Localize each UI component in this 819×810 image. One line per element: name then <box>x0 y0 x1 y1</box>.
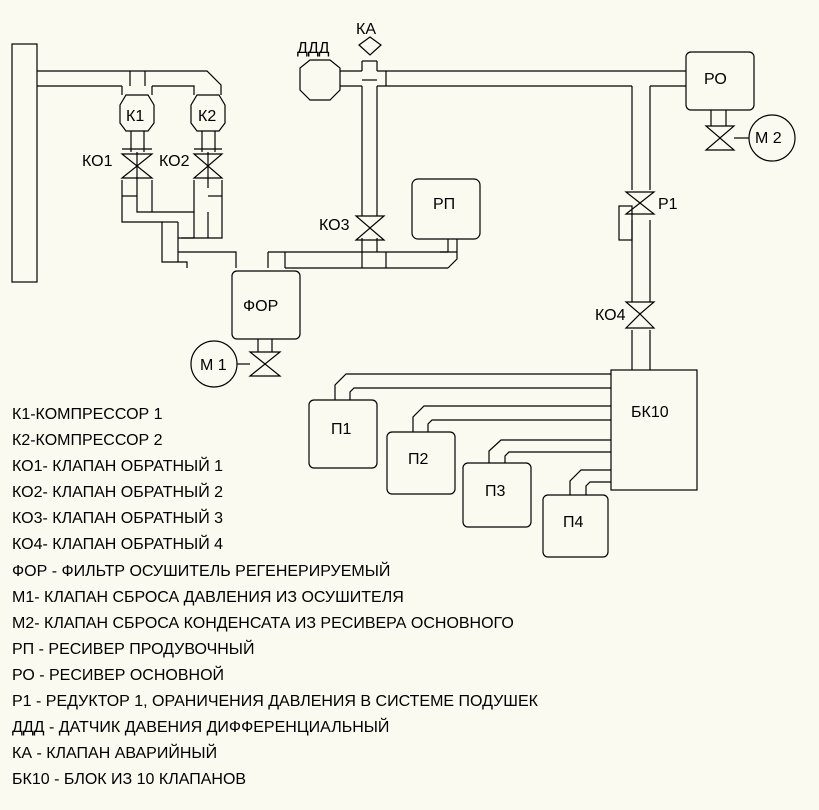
receiver-rp <box>411 178 481 240</box>
cushion-p3 <box>462 462 532 528</box>
check-valve-ko1 <box>120 152 154 180</box>
label-p3: П3 <box>485 483 506 500</box>
legend-item: М1- КЛАПАН СБРОСА ДАВЛЕНИЯ ИЗ ОСУШИТЕЛЯ <box>12 588 404 606</box>
sensor-ddd <box>299 59 341 101</box>
pipe-main-header <box>340 60 686 87</box>
legend-item: РП - РЕСИВЕР ПРОДУВОЧНЫЙ <box>12 640 255 658</box>
pipe-compressor-merge <box>121 180 237 268</box>
legend-item: Р1 - РЕДУКТОР 1, ОРАНИЧЕНИЯ ДАВЛЕНИЯ В С… <box>12 693 538 711</box>
valve-m2 <box>704 125 749 151</box>
valve-ka <box>358 36 382 56</box>
check-valve-ko3 <box>354 215 386 241</box>
manifold-block <box>11 43 38 283</box>
legend-item: КО2- КЛАПАН ОБРАТНЫЙ 2 <box>12 484 224 502</box>
label-k2: К2 <box>198 108 216 125</box>
pipe-compressor-header <box>37 70 222 95</box>
check-valve-ko4 <box>624 301 656 329</box>
cushion-p1 <box>308 399 378 469</box>
label-k1: К1 <box>126 108 144 125</box>
pipe-compressor-valve <box>122 131 222 152</box>
label-p2: П2 <box>408 451 429 468</box>
pipe-for-rp <box>267 236 458 269</box>
label-for: ФОР <box>243 298 278 315</box>
valve-block-bk10 <box>610 369 698 491</box>
cushion-p4 <box>542 494 609 558</box>
filter-for <box>231 270 301 340</box>
label-ro: РО <box>704 71 727 88</box>
label-m2: М 2 <box>755 130 782 147</box>
label-p4: П4 <box>563 514 584 531</box>
label-r1: Р1 <box>658 196 678 213</box>
motor-m1 <box>190 340 238 388</box>
legend-item: КО4- КЛАПАН ОБРАТНЫЙ 4 <box>12 536 224 554</box>
legend-item: К2-КОМПРЕССОР 2 <box>12 432 163 450</box>
motor-m2 <box>748 114 796 162</box>
legend-item: КА - КЛАПАН АВАРИЙНЫЙ <box>12 745 218 763</box>
label-p1: П1 <box>331 421 352 438</box>
label-ddd: ДДД <box>297 40 330 57</box>
label-rp: РП <box>433 196 455 213</box>
label-ko3: КО3 <box>319 217 350 234</box>
receiver-ro <box>685 51 755 111</box>
label-m1: М 1 <box>200 357 227 374</box>
legend-item: КО3- КЛАПАН ОБРАТНЫЙ 3 <box>12 510 224 528</box>
compressor-k1 <box>119 94 155 132</box>
legend-item: БК10 - БЛОК ИЗ 10 КЛАПАНОВ <box>12 771 247 789</box>
legend-item: КО1- КЛАПАН ОБРАТНЫЙ 1 <box>12 458 224 476</box>
pipe-cushions <box>334 373 611 495</box>
legend-item: ФОР - ФИЛЬТР ОСУШИТЕЛЬ РЕГЕНЕРИРУЕМЫЙ <box>12 562 391 580</box>
reducer-r1 <box>618 191 656 241</box>
cushion-p2 <box>386 431 456 495</box>
valve-m1 <box>236 351 282 377</box>
compressor-k2 <box>190 94 226 132</box>
check-valve-ko2 <box>192 152 224 180</box>
legend-item: ДДД - ДАТЧИК ДАВЕНИЯ ДИФФЕРЕНЦИАЛЬНЫЙ <box>12 719 390 737</box>
label-ko2: КО2 <box>159 153 190 170</box>
label-ko4: КО4 <box>595 307 626 324</box>
label-ko1: КО1 <box>82 153 113 170</box>
legend-item: РО - РЕСИВЕР ОСНОВНОЙ <box>12 666 225 684</box>
legend-item: К1-КОМПРЕССОР 1 <box>12 406 163 423</box>
legend: К1-КОМПРЕССОР 1 К2-КОМПРЕССОР 2 КО1- КЛА… <box>12 402 538 793</box>
label-ka: КА <box>356 21 376 38</box>
label-bk10: БК10 <box>631 404 669 421</box>
legend-item: М2- КЛАПАН СБРОСА КОНДЕНСАТА ИЗ РЕСИВЕРА… <box>12 614 514 632</box>
